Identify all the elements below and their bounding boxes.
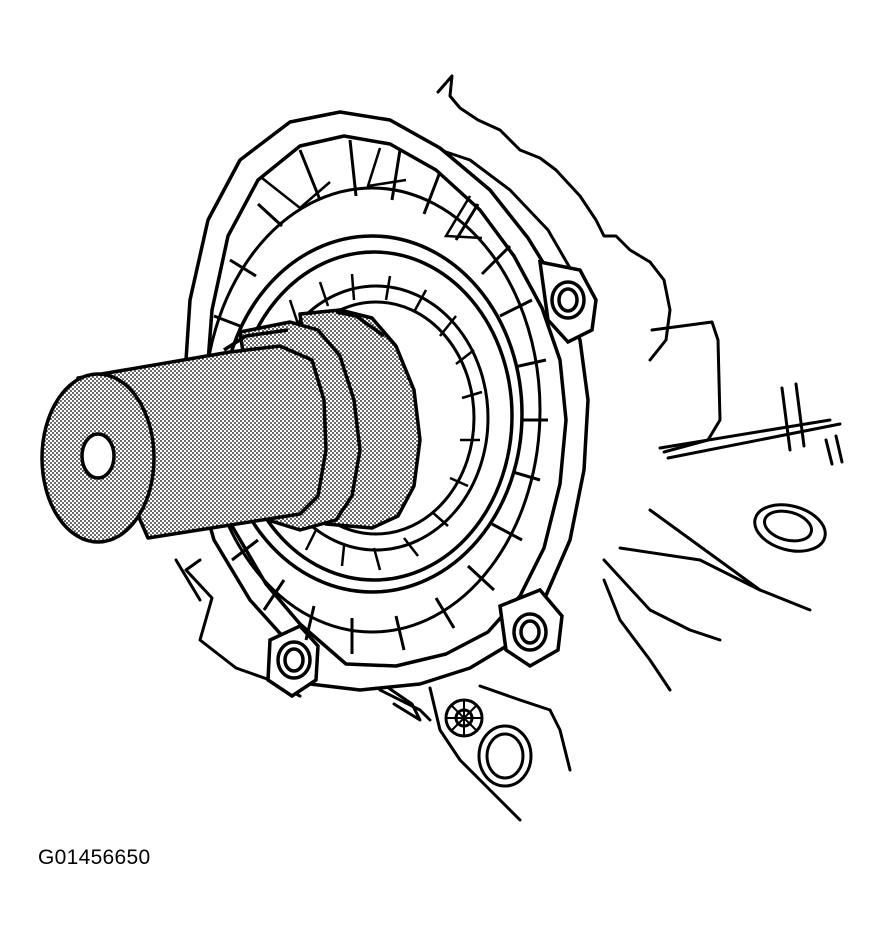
input-shaft <box>40 308 422 544</box>
mounting-ears <box>266 259 598 699</box>
case-plug <box>753 503 827 553</box>
lower-fittings <box>444 698 533 788</box>
figure-id-label: G01456650 <box>38 846 151 869</box>
transmission-case <box>174 74 844 822</box>
